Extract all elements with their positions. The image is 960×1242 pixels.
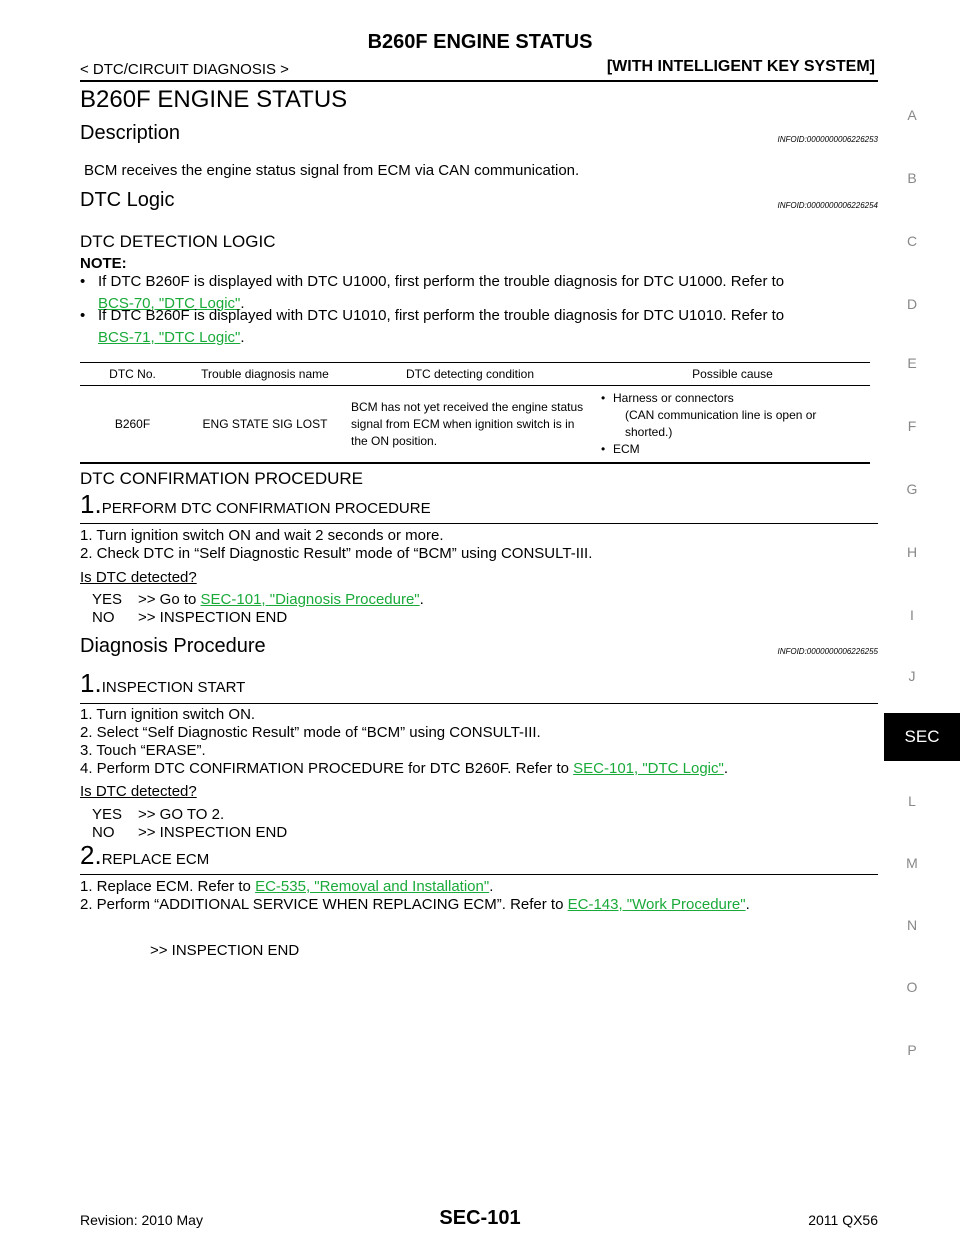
diagnosis-yes: YES>> GO TO 2. xyxy=(92,806,225,823)
side-index-j[interactable]: J xyxy=(908,668,916,684)
side-index-e[interactable]: E xyxy=(907,355,917,371)
confirmation-no: NO>> INSPECTION END xyxy=(92,609,288,626)
bullet-icon: • xyxy=(80,273,86,290)
confirmation-step-title: 1.PERFORM DTC CONFIRMATION PROCEDURE xyxy=(80,489,431,519)
col-dtc-no: DTC No. xyxy=(109,367,156,381)
diagnosis-question: Is DTC detected? xyxy=(80,783,197,800)
table-row: B260F ENG STATE SIG LOST BCM has not yet… xyxy=(80,386,870,463)
side-index-p[interactable]: P xyxy=(907,1042,917,1058)
link-sec-101-diagnosis[interactable]: SEC-101, "Diagnosis Procedure" xyxy=(200,591,420,608)
col-trouble-name: Trouble diagnosis name xyxy=(201,367,329,381)
diagnosis-step2-item-2: 2. Perform “ADDITIONAL SERVICE WHEN REPL… xyxy=(80,896,750,913)
side-index-f[interactable]: F xyxy=(907,418,917,434)
side-index-d[interactable]: D xyxy=(906,296,918,312)
link-bcs-71[interactable]: BCS-71, "DTC Logic" xyxy=(98,329,241,346)
dtc-detection-logic-heading: DTC DETECTION LOGIC xyxy=(80,232,276,251)
note-text: If DTC B260F is displayed with DTC U1000… xyxy=(98,273,785,290)
col-detecting-condition: DTC detecting condition xyxy=(405,367,535,381)
diagnosis-item-1: 1. Turn ignition switch ON. xyxy=(80,706,256,723)
dtc-logic-heading: DTC Logic xyxy=(80,189,175,211)
side-index-c[interactable]: C xyxy=(906,233,918,249)
description-infoid: INFOID:0000000006226253 xyxy=(777,135,878,144)
footer-revision: Revision: 2010 May xyxy=(80,1212,203,1228)
confirmation-yes: YES>> Go to SEC-101, "Diagnosis Procedur… xyxy=(92,591,424,608)
diagnosis-final: >> INSPECTION END xyxy=(150,942,300,959)
side-index-i[interactable]: I xyxy=(910,607,914,623)
diagnosis-item-2: 2. Select “Self Diagnostic Result” mode … xyxy=(80,724,541,741)
bullet-icon: • xyxy=(601,442,606,456)
cell-condition: BCM has not yet received the engine stat… xyxy=(351,399,584,448)
description-heading: Description xyxy=(80,122,181,144)
side-index-l[interactable]: L xyxy=(908,793,916,809)
header-title: B260F ENGINE STATUS xyxy=(367,31,593,53)
footer-model: 2011 QX56 xyxy=(808,1212,878,1228)
side-index-g[interactable]: G xyxy=(906,481,918,497)
dtc-logic-table: DTC No. Trouble diagnosis name DTC detec… xyxy=(80,362,870,464)
header-rule xyxy=(80,80,878,82)
side-index-b[interactable]: B xyxy=(907,170,917,186)
note-text: If DTC B260F is displayed with DTC U1010… xyxy=(98,307,785,324)
diagnosis-no: NO>> INSPECTION END xyxy=(92,824,288,841)
side-index-sec[interactable]: SEC xyxy=(884,713,960,761)
side-index-h[interactable]: H xyxy=(906,544,918,560)
confirmation-item-1: 1. Turn ignition switch ON and wait 2 se… xyxy=(80,527,444,544)
cell-dtc: B260F xyxy=(114,417,151,431)
header-system: [WITH INTELLIGENT KEY SYSTEM] xyxy=(606,58,875,75)
step-rule xyxy=(80,523,878,524)
side-index-o[interactable]: O xyxy=(906,979,918,995)
description-text: BCM receives the engine status signal fr… xyxy=(84,162,580,179)
confirmation-item-2: 2. Check DTC in “Self Diagnostic Result”… xyxy=(80,545,593,562)
diagnosis-item-3: 3. Touch “ERASE”. xyxy=(80,742,206,759)
diagnosis-step2-title: 2.REPLACE ECM xyxy=(80,840,210,870)
bullet-icon: • xyxy=(80,307,86,324)
diagnosis-item-4: 4. Perform DTC CONFIRMATION PROCEDURE fo… xyxy=(80,760,729,777)
note-label: NOTE: xyxy=(80,255,127,272)
diagnosis-step1-title: 1.INSPECTION START xyxy=(80,668,246,698)
diagnosis-step2-item-1: 1. Replace ECM. Refer to EC-535, "Remova… xyxy=(80,878,494,895)
diagnosis-infoid: INFOID:0000000006226255 xyxy=(777,647,878,656)
confirmation-heading: DTC CONFIRMATION PROCEDURE xyxy=(80,469,364,488)
note-item: • If DTC B260F is displayed with DTC U10… xyxy=(80,305,878,349)
footer-page-number: SEC-101 xyxy=(439,1207,521,1229)
dtc-logic-infoid: INFOID:0000000006226254 xyxy=(777,201,878,210)
col-possible-cause: Possible cause xyxy=(692,367,773,381)
link-ec-143[interactable]: EC-143, "Work Procedure" xyxy=(567,896,746,913)
step-rule xyxy=(80,874,878,875)
link-ec-535[interactable]: EC-535, "Removal and Installation" xyxy=(255,878,490,895)
side-index-m[interactable]: M xyxy=(906,855,918,871)
page-title: B260F ENGINE STATUS xyxy=(80,86,348,113)
cell-causes: •Harness or connectors (CAN communicatio… xyxy=(601,391,817,456)
note-item: • If DTC B260F is displayed with DTC U10… xyxy=(80,271,878,315)
cell-name: ENG STATE SIG LOST xyxy=(202,417,328,431)
step-rule xyxy=(80,703,878,704)
side-index-n[interactable]: N xyxy=(906,917,918,933)
confirmation-question: Is DTC detected? xyxy=(80,569,197,586)
diagnosis-heading: Diagnosis Procedure xyxy=(80,635,266,657)
header-section: < DTC/CIRCUIT DIAGNOSIS > xyxy=(80,61,289,78)
bullet-icon: • xyxy=(601,391,606,405)
side-index-a[interactable]: A xyxy=(907,107,917,123)
link-sec-101-dtc-logic[interactable]: SEC-101, "DTC Logic" xyxy=(573,760,724,777)
link-bcs-70[interactable]: BCS-70, "DTC Logic" xyxy=(98,295,241,312)
